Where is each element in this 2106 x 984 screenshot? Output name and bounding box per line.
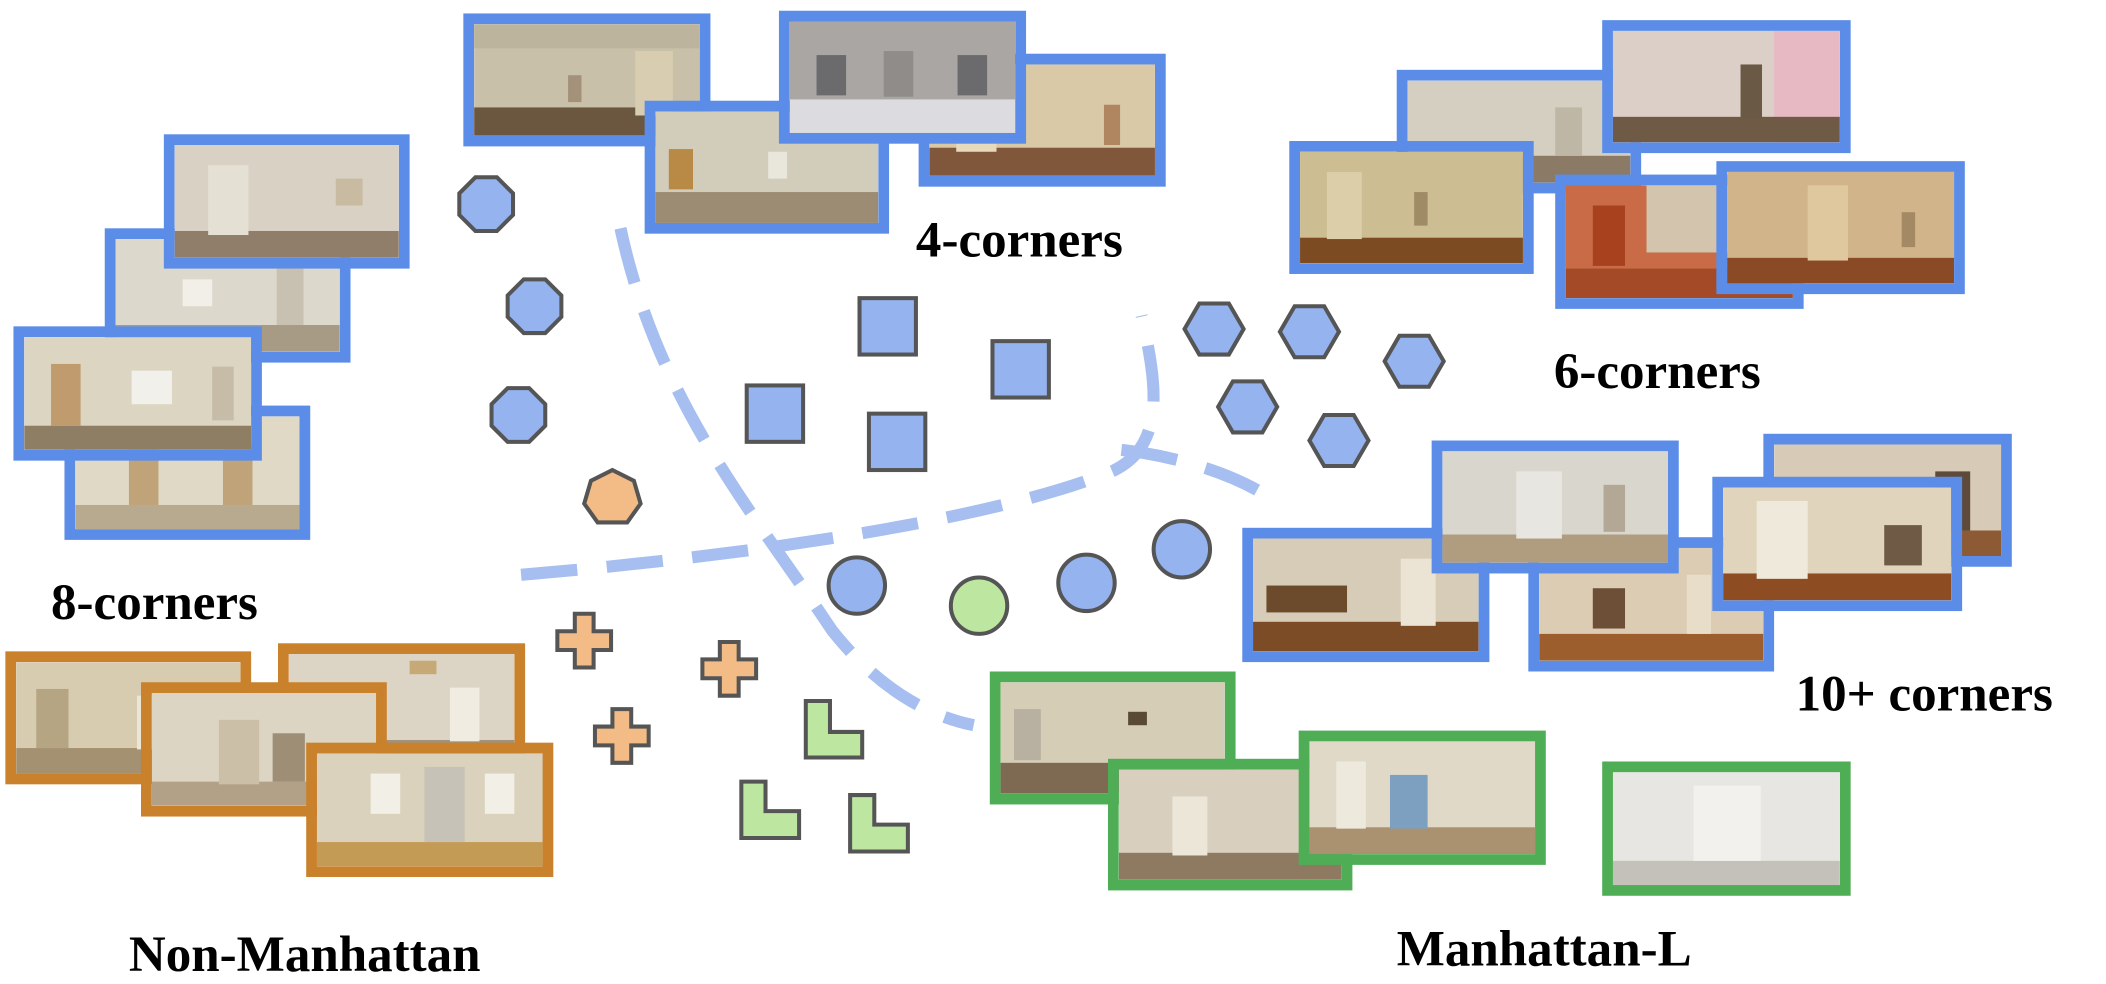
panorama-ml-3 (1298, 730, 1546, 865)
octagon-icon (489, 386, 548, 444)
l-shape-icon (848, 793, 910, 854)
panorama-6c-5 (1716, 161, 1965, 295)
label-8-corners: 8-corners (51, 574, 258, 632)
panorama-8c-4 (13, 326, 262, 461)
panorama-10c-5 (1712, 476, 1963, 612)
square-icon (866, 411, 928, 473)
boundary-curve-8c (520, 314, 1160, 581)
label-manhattan-l: Manhattan-L (1396, 921, 1692, 978)
panorama-8c-2 (163, 134, 410, 269)
panorama-6c-2 (1602, 20, 1851, 154)
label-4-corners: 4-corners (915, 212, 1123, 269)
panorama-nm-4 (306, 742, 554, 877)
square-icon (857, 296, 918, 357)
hexagon-icon (1307, 412, 1371, 469)
panorama-ml-4 (1602, 761, 1851, 896)
panorama-4c-2 (644, 100, 890, 234)
l-shape-icon (739, 779, 802, 841)
circle-icon (1056, 552, 1117, 614)
boundary-curve-4c (614, 227, 975, 732)
circle-icon (1151, 519, 1213, 580)
cross-icon (700, 639, 759, 698)
hexagon-icon (1382, 333, 1447, 389)
label-6-corners: 6-corners (1553, 343, 1761, 401)
panorama-10c-4 (1431, 440, 1679, 574)
panorama-4c-4 (778, 10, 1027, 144)
panorama-6c-3 (1289, 141, 1534, 274)
label-non-manhattan: Non-Manhattan (128, 926, 481, 984)
octagon-icon (505, 277, 564, 336)
cross-icon (555, 611, 614, 670)
circle-icon (948, 575, 1010, 636)
cross-icon (592, 707, 651, 765)
square-icon (744, 383, 806, 444)
hexagon-icon (1277, 304, 1342, 360)
hexagon-icon (1215, 379, 1280, 435)
cluster-boundaries (520, 227, 1283, 732)
l-shape-icon (803, 699, 865, 760)
label-10-plus-corners: 10+ corners (1795, 666, 2053, 723)
heptagon-icon (581, 467, 643, 525)
octagon-icon (457, 175, 516, 234)
circle-icon (826, 555, 888, 616)
square-icon (990, 339, 1051, 400)
hexagon-icon (1182, 301, 1246, 357)
boundary-curve-6c (1120, 443, 1283, 509)
